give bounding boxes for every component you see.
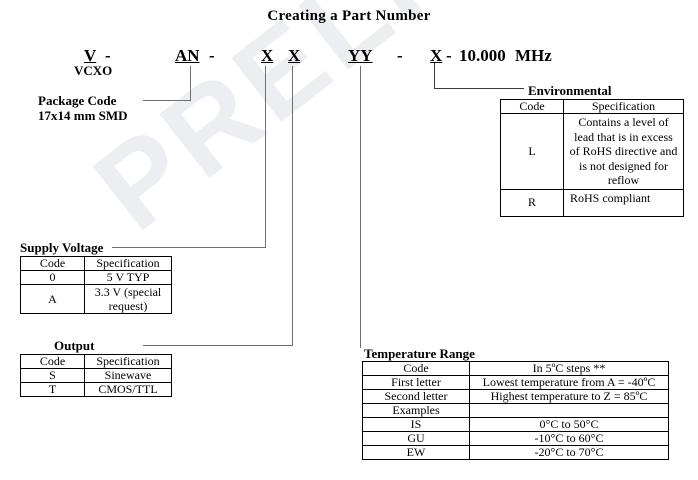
cell-specification: 3.3 V (special request)	[84, 284, 172, 314]
cell-code: L	[500, 113, 564, 190]
table-row-header: Code Specification	[20, 256, 172, 271]
cell-header-code: Code	[362, 361, 470, 376]
table-row: Examples	[362, 403, 669, 418]
cell-specification: RoHS compliant	[563, 188, 684, 217]
pn-segment-temperature: YY	[348, 46, 373, 65]
pn-segment-package: AN	[175, 46, 200, 65]
callout-temperature-range: Temperature Range	[364, 346, 475, 361]
table-row: First letter Lowest temperature from A =…	[362, 375, 669, 390]
cell-header-code: Code	[20, 354, 85, 369]
cell-specification: Sinewave	[84, 368, 172, 383]
table-temperature-range: Code In 5ºC steps ** First letter Lowest…	[362, 361, 669, 460]
table-row: L Contains a level of lead that is in ex…	[500, 113, 684, 190]
table-row: IS 0°C to 50°C	[362, 417, 669, 432]
cell-specification: 0°C to 50°C	[469, 417, 669, 432]
table-row: S Sinewave	[20, 368, 172, 383]
table-environmental: Code Specification L Contains a level of…	[500, 99, 684, 217]
table-row: 0 5 V TYP	[20, 270, 172, 285]
cell-code: EW	[362, 445, 470, 460]
cell-code: R	[500, 188, 564, 217]
table-supply-voltage: Code Specification 0 5 V TYP A 3.3 V (sp…	[20, 256, 172, 314]
cell-code: A	[20, 284, 85, 314]
pn-segment-supply-voltage: X	[261, 46, 274, 65]
pn-segment-vcxo: V	[84, 46, 97, 65]
cell-code: IS	[362, 417, 470, 432]
leader-supply-voltage-horizontal	[112, 247, 266, 248]
table-row: EW -20°C to 70°C	[362, 445, 669, 460]
cell-specification: -20°C to 70°C	[469, 445, 669, 460]
table-row-header: Code Specification	[500, 99, 684, 114]
cell-header-specification: Specification	[84, 256, 172, 271]
table-row: R RoHS compliant	[500, 188, 684, 217]
table-row: Second letter Highest temperature to Z =…	[362, 389, 669, 404]
cell-header-code: Code	[20, 256, 85, 271]
cell-specification: Highest temperature to Z = 85ºC	[469, 389, 669, 404]
cell-header-specification: Specification	[84, 354, 172, 369]
page-title: Creating a Part Number	[267, 8, 431, 24]
pn-frequency-unit: MHz	[515, 46, 552, 65]
cell-code: 0	[20, 270, 85, 285]
cell-code: GU	[362, 431, 470, 446]
cell-code: Examples	[362, 403, 470, 418]
cell-specification	[469, 403, 669, 418]
callout-package-code-line2: 17x14 mm SMD	[38, 108, 128, 123]
cell-code: Second letter	[362, 389, 470, 404]
cell-code: S	[20, 368, 85, 383]
pn-segment-output: X	[288, 46, 301, 65]
pn-dash-2: -	[209, 46, 215, 65]
callout-supply-voltage: Supply Voltage	[20, 240, 104, 255]
cell-header-specification: Specification	[563, 99, 684, 114]
leader-package-vertical	[190, 66, 191, 101]
callout-output: Output	[54, 338, 95, 353]
cell-header-code: Code	[500, 99, 564, 114]
leader-environmental-vertical	[434, 62, 435, 89]
pn-dash-1: -	[105, 46, 111, 65]
pn-sublabel-vcxo: VCXO	[74, 63, 113, 78]
pn-dash-4: -	[446, 46, 452, 65]
pn-dash-3: -	[397, 46, 403, 65]
cell-specification: 5 V TYP	[84, 270, 172, 285]
table-row: T CMOS/TTL	[20, 382, 172, 397]
cell-specification: Lowest temperature from A = -40ºC	[469, 375, 669, 390]
callout-package-code-line1: Package Code	[38, 93, 117, 108]
table-row-header: Code Specification	[20, 354, 172, 369]
table-output: Code Specification S Sinewave T CMOS/TTL	[20, 354, 172, 397]
cell-code: T	[20, 382, 85, 397]
pn-frequency: 10.000	[459, 46, 506, 65]
table-row-header: Code In 5ºC steps **	[362, 361, 669, 376]
callout-environmental: Environmental	[528, 83, 612, 98]
table-row: GU -10°C to 60°C	[362, 431, 669, 446]
cell-specification: CMOS/TTL	[84, 382, 172, 397]
leader-temperature-vertical	[360, 66, 361, 348]
leader-supply-voltage-vertical	[265, 66, 266, 248]
leader-output-vertical	[292, 66, 293, 346]
leader-environmental-horizontal	[434, 88, 524, 89]
cell-specification: -10°C to 60°C	[469, 431, 669, 446]
table-row: A 3.3 V (special request)	[20, 284, 172, 314]
callout-package-code: Package Code 17x14 mm SMD	[38, 93, 128, 123]
pn-segment-environmental: X	[430, 46, 443, 65]
leader-package-horizontal	[143, 100, 191, 101]
cell-code: First letter	[362, 375, 470, 390]
leader-output-horizontal	[143, 345, 293, 346]
cell-header-steps: In 5ºC steps **	[469, 361, 669, 376]
cell-specification: Contains a level of lead that is in exce…	[563, 113, 684, 190]
